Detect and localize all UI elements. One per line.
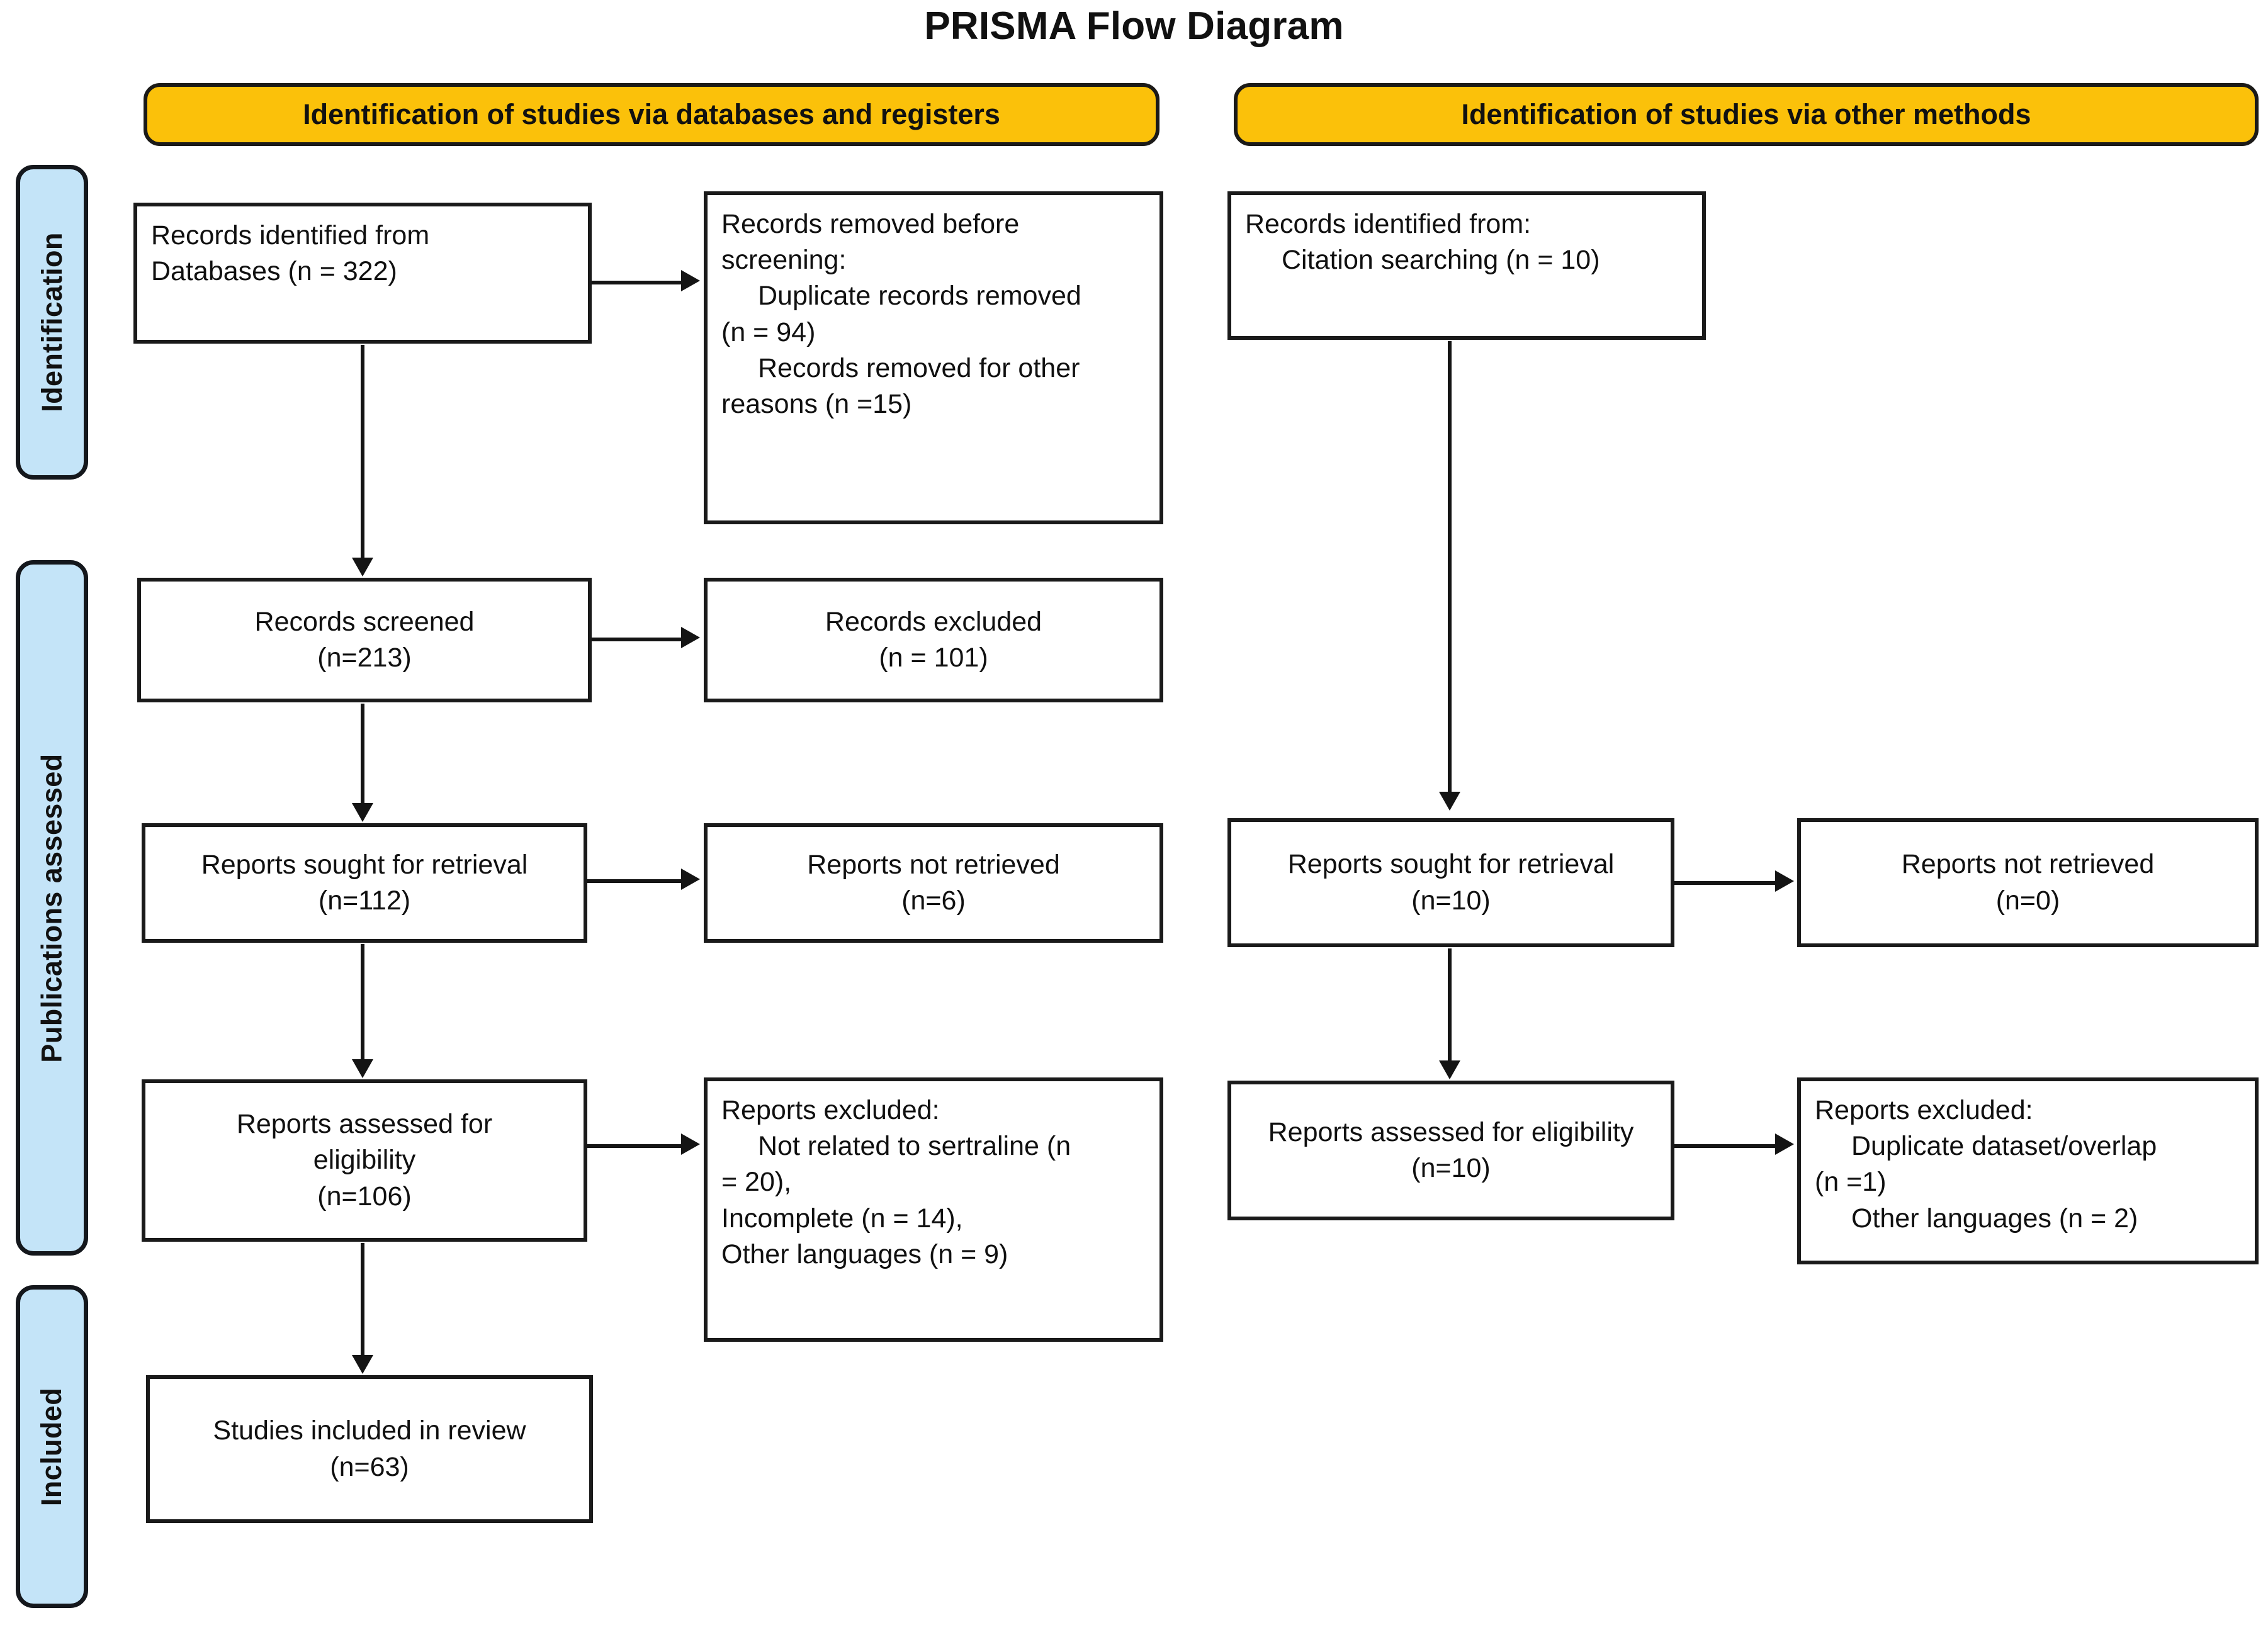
arrowhead-screened-to-sought: [352, 803, 373, 822]
box-right-records-identified-line-1: Records identified from:: [1245, 209, 1532, 239]
box-left-records-excluded: Records excluded (n = 101): [704, 578, 1163, 702]
box-left-records-removed-item-1: Duplicate records removed: [758, 281, 1081, 312]
stage-pill-publications-assessed-label: Publications assessed: [35, 753, 68, 1063]
arrowhead-sought-to-not-retrieved: [681, 869, 700, 890]
box-left-records-identified: Records identified from Databases (n = 3…: [133, 203, 592, 344]
box-right-reports-excluded-item-3: Other languages (n = 2): [1851, 1203, 2138, 1234]
arrowhead-assessed-to-included: [352, 1355, 373, 1374]
box-right-reports-sought-line-1: Reports sought for retrieval: [1287, 849, 1615, 880]
phase-header-other-methods-label: Identification of studies via other meth…: [1461, 98, 2031, 130]
connector-right-sought-to-assessed: [1448, 948, 1452, 1062]
box-left-reports-not-retrieved-line-1: Reports not retrieved: [807, 849, 1060, 880]
box-right-reports-assessed-line-1: Reports assessed for eligibility: [1268, 1116, 1634, 1147]
stage-pill-identification: Identification: [16, 165, 88, 480]
box-right-reports-excluded-line-1: Reports excluded:: [1815, 1095, 2033, 1125]
connector-sought-to-assessed: [361, 944, 364, 1060]
box-left-reports-assessed-line-3: (n=106): [317, 1181, 412, 1212]
box-right-reports-sought-line-2: (n=10): [1411, 885, 1491, 916]
box-left-studies-included: Studies included in review (n=63): [146, 1375, 593, 1523]
stage-pill-identification-label: Identification: [35, 232, 68, 412]
connector-right-assessed-to-excluded: [1674, 1144, 1775, 1148]
box-right-reports-excluded-item-2: (n =1): [1815, 1167, 1887, 1198]
box-left-studies-included-line-2: (n=63): [330, 1451, 409, 1482]
box-right-reports-not-retrieved: Reports not retrieved (n=0): [1797, 818, 2259, 947]
stage-pill-publications-assessed: Publications assessed: [16, 560, 88, 1256]
box-right-records-identified-item-1: Citation searching (n = 10): [1282, 245, 1600, 276]
box-right-reports-not-retrieved-line-1: Reports not retrieved: [1901, 849, 2155, 880]
stage-pill-included-label: Included: [35, 1387, 68, 1506]
box-left-records-removed-line-2: screening:: [721, 245, 847, 276]
phase-header-databases: Identification of studies via databases …: [144, 83, 1159, 146]
box-left-records-removed-item-4: reasons (n =15): [721, 388, 912, 419]
box-left-reports-not-retrieved-line-2: (n=6): [901, 886, 966, 916]
box-left-reports-assessed: Reports assessed for eligibility (n=106): [142, 1079, 587, 1242]
connector-right-identified-to-sought: [1448, 341, 1452, 793]
box-left-records-excluded-line-1: Records excluded: [825, 606, 1042, 637]
arrowhead-screened-to-excluded: [681, 627, 700, 648]
phase-header-databases-label: Identification of studies via databases …: [303, 98, 1000, 130]
box-left-records-screened-line-1: Records screened: [254, 606, 475, 637]
arrowhead-assessed-to-excluded: [681, 1133, 700, 1155]
arrowhead-right-sought-to-assessed: [1439, 1060, 1460, 1079]
box-left-studies-included-line-1: Studies included in review: [213, 1415, 526, 1446]
box-left-records-removed-line-1: Records removed before: [721, 209, 1020, 239]
box-left-reports-assessed-line-2: eligibility: [313, 1145, 416, 1176]
box-left-records-excluded-line-2: (n = 101): [879, 643, 988, 673]
connector-right-sought-to-not-retrieved: [1674, 881, 1775, 885]
box-left-records-identified-line-1: Records identified from: [151, 220, 430, 250]
connector-screened-to-sought: [361, 704, 364, 804]
arrowhead-right-identified-to-sought: [1439, 792, 1460, 811]
box-left-reports-sought-line-1: Reports sought for retrieval: [201, 849, 528, 880]
arrowhead-identified-to-removed: [681, 270, 700, 291]
box-left-reports-sought: Reports sought for retrieval (n=112): [142, 823, 587, 943]
box-left-reports-assessed-line-1: Reports assessed for: [236, 1109, 493, 1140]
box-left-records-screened: Records screened (n=213): [137, 578, 592, 702]
page-title: PRISMA Flow Diagram: [924, 4, 1344, 48]
arrowhead-right-sought-to-not-retrieved: [1775, 870, 1794, 892]
arrowhead-identified-to-screened: [352, 558, 373, 576]
box-left-reports-excluded-item-1: Not related to sertraline (n: [758, 1131, 1071, 1162]
connector-screened-to-excluded: [592, 638, 681, 641]
connector-identified-to-screened: [361, 345, 364, 559]
box-right-reports-sought: Reports sought for retrieval (n=10): [1227, 818, 1674, 947]
phase-header-other-methods: Identification of studies via other meth…: [1234, 83, 2259, 146]
box-right-reports-assessed: Reports assessed for eligibility (n=10): [1227, 1081, 1674, 1220]
box-right-reports-not-retrieved-line-2: (n=0): [1995, 885, 2060, 916]
box-left-records-identified-line-2: Databases (n = 322): [151, 256, 397, 287]
box-left-records-removed-item-3: Records removed for other: [758, 352, 1080, 383]
box-right-reports-excluded-item-1: Duplicate dataset/overlap: [1851, 1131, 2157, 1162]
box-right-records-identified: Records identified from: Citation search…: [1227, 191, 1706, 340]
connector-sought-to-not-retrieved: [587, 879, 681, 883]
box-right-reports-assessed-line-2: (n=10): [1411, 1153, 1491, 1183]
connector-assessed-to-included: [361, 1243, 364, 1356]
connector-assessed-to-excluded: [587, 1144, 681, 1148]
box-right-reports-excluded: Reports excluded: Duplicate dataset/over…: [1797, 1077, 2259, 1264]
arrowhead-right-assessed-to-excluded: [1775, 1133, 1794, 1155]
box-left-reports-excluded-item-2: = 20),: [721, 1167, 792, 1198]
box-left-reports-excluded: Reports excluded: Not related to sertral…: [704, 1077, 1163, 1342]
box-left-records-removed: Records removed before screening: Duplic…: [704, 191, 1163, 524]
connector-identified-to-removed: [592, 281, 681, 284]
stage-pill-included: Included: [16, 1285, 88, 1608]
box-left-records-screened-line-2: (n=213): [317, 643, 412, 673]
arrowhead-sought-to-assessed: [352, 1059, 373, 1078]
box-left-reports-excluded-item-4: Other languages (n = 9): [721, 1239, 1008, 1269]
box-left-reports-excluded-line-1: Reports excluded:: [721, 1095, 940, 1125]
box-left-reports-sought-line-2: (n=112): [318, 886, 411, 916]
box-left-reports-not-retrieved: Reports not retrieved (n=6): [704, 823, 1163, 943]
box-left-records-removed-item-2: (n = 94): [721, 317, 816, 347]
box-left-reports-excluded-item-3: Incomplete (n = 14),: [721, 1203, 963, 1234]
